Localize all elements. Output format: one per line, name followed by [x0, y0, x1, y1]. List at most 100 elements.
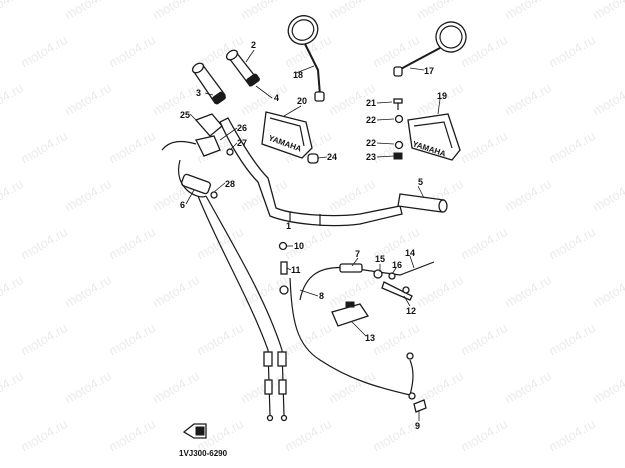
watermark-text: moto4.ru: [0, 272, 26, 311]
part-label-13: 13: [365, 333, 375, 343]
left-mirror: [287, 15, 325, 102]
throttle-cables: [177, 159, 288, 422]
watermark-text: moto4.ru: [62, 272, 114, 311]
clutch-cable: [289, 277, 416, 400]
watermark-text: moto4.ru: [546, 416, 598, 455]
watermark-text: moto4.ru: [18, 320, 70, 359]
watermark-text: moto4.ru: [18, 32, 70, 71]
watermark-text: moto4.ru: [0, 0, 26, 23]
part-label-23: 23: [366, 152, 376, 162]
watermark-text: moto4.ru: [546, 32, 598, 71]
washer-22a: [394, 114, 404, 124]
part-label-1: 1: [286, 221, 291, 231]
watermark-text: moto4.ru: [370, 32, 422, 71]
cap-24: [307, 153, 319, 164]
right-mirror: [393, 21, 467, 77]
part-label-17: 17: [424, 66, 434, 76]
watermark-text: moto4.ru: [62, 0, 114, 23]
grip-right-top: [225, 49, 260, 87]
grip-right-bar: [397, 193, 448, 213]
watermark-text: moto4.ru: [106, 224, 158, 263]
part-labels: 1 2 3 4 5 6 7 8 9 10 11 12 13 14 15 16 1…: [180, 40, 447, 431]
watermark-text: moto4.ru: [414, 0, 466, 23]
part-label-9: 9: [415, 421, 420, 431]
watermark-text: moto4.ru: [590, 368, 625, 407]
watermark-text: moto4.ru: [326, 368, 378, 407]
watermark-text: moto4.ru: [282, 416, 334, 455]
leader-lines: [185, 49, 441, 421]
watermark-text: moto4.ru: [590, 0, 625, 23]
watermark-text: moto4.ru: [0, 368, 26, 407]
watermark-text: moto4.ru: [590, 176, 625, 215]
switch-assembly: [331, 301, 370, 327]
handlebar: [219, 117, 403, 227]
screw-21: [393, 98, 403, 110]
grip-left-top: [191, 62, 226, 105]
watermark-text: moto4.ru: [458, 416, 510, 455]
adjuster-11: [279, 261, 289, 295]
part-label-4: 4: [274, 93, 279, 103]
watermark-text: moto4.ru: [414, 272, 466, 311]
part-label-11: 11: [291, 265, 301, 275]
watermark-text: moto4.ru: [150, 80, 202, 119]
part-label-26: 26: [237, 123, 247, 133]
watermark-layer: moto4.ru moto4.ru moto4.ru moto4.ru moto4.ru…: [0, 0, 625, 455]
watermark-text: moto4.ru: [326, 0, 378, 23]
part-label-27: 27: [237, 138, 247, 148]
part-label-6: 6: [180, 200, 185, 210]
watermark-text: moto4.ru: [150, 272, 202, 311]
front-arrow-icon: [182, 423, 207, 439]
watermark-text: moto4.ru: [0, 80, 26, 119]
part-label-28: 28: [225, 179, 235, 189]
part-label-22a: 22: [366, 115, 376, 125]
part-label-5: 5: [418, 177, 423, 187]
decomp-lever: [381, 281, 413, 301]
watermark-text: moto4.ru: [502, 176, 554, 215]
part-label-24: 24: [327, 152, 337, 162]
hand-guard-left: YAMAHA: [261, 111, 313, 159]
watermark-text: moto4.ru: [238, 80, 290, 119]
part-label-14: 14: [405, 248, 415, 258]
bolt-9: [413, 399, 427, 413]
watermark-text: moto4.ru: [150, 368, 202, 407]
part-label-7: 7: [355, 249, 360, 259]
nut-23: [393, 152, 403, 160]
watermark-text: moto4.ru: [194, 320, 246, 359]
watermark-text: moto4.ru: [326, 176, 378, 215]
part-label-21: 21: [366, 98, 376, 108]
watermark-text: moto4.ru: [150, 0, 202, 23]
watermark-text: moto4.ru: [106, 320, 158, 359]
watermark-text: moto4.ru: [106, 128, 158, 167]
washer-22b: [394, 140, 404, 150]
part-label-8: 8: [319, 291, 324, 301]
watermark-text: moto4.ru: [590, 80, 625, 119]
watermark-text: moto4.ru: [590, 272, 625, 311]
watermark-text: moto4.ru: [18, 416, 70, 455]
left-lever-cluster: [161, 113, 234, 199]
part-label-2: 2: [251, 40, 256, 50]
part-label-10: 10: [294, 241, 304, 251]
part-label-25: 25: [180, 110, 190, 120]
watermark-text: moto4.ru: [62, 80, 114, 119]
watermark-text: moto4.ru: [502, 272, 554, 311]
watermark-text: moto4.ru: [546, 128, 598, 167]
diagram-code: 1VJ300-6290: [179, 449, 228, 458]
watermark-text: moto4.ru: [458, 320, 510, 359]
watermark-text: moto4.ru: [502, 0, 554, 23]
watermark-text: moto4.ru: [458, 224, 510, 263]
part-label-12: 12: [406, 306, 416, 316]
part-label-3: 3: [196, 88, 201, 98]
watermark-text: moto4.ru: [238, 0, 290, 23]
part-label-20: 20: [297, 96, 307, 106]
hand-guard-right: YAMAHA: [407, 113, 461, 161]
watermark-text: moto4.ru: [370, 320, 422, 359]
watermark-text: moto4.ru: [106, 416, 158, 455]
watermark-text: moto4.ru: [502, 80, 554, 119]
part-label-19: 19: [437, 91, 447, 101]
watermark-text: moto4.ru: [106, 32, 158, 71]
adjuster-10: [278, 241, 288, 251]
part-label-22b: 22: [366, 138, 376, 148]
watermark-text: moto4.ru: [62, 176, 114, 215]
part-label-16: 16: [392, 260, 402, 270]
